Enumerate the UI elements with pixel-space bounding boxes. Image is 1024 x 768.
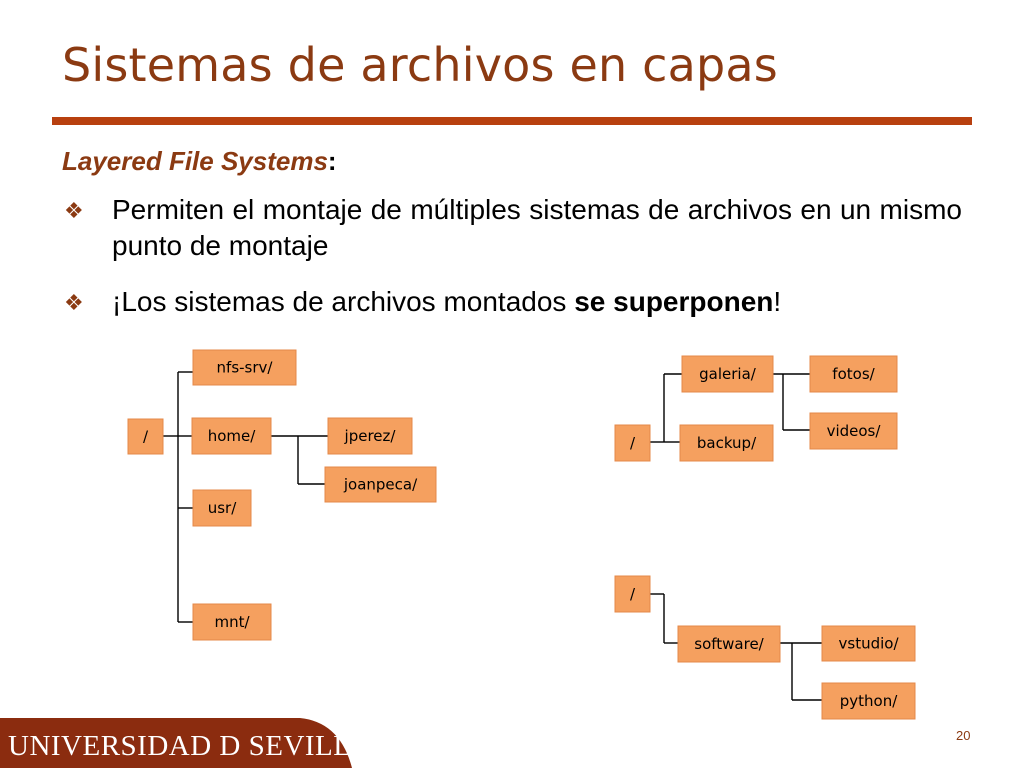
diamond-quad-icon: ❖ (64, 290, 84, 315)
bullet-2-part-1: ¡Los sistemas de archivos montados (112, 286, 575, 317)
svg-text:python/: python/ (840, 692, 898, 710)
slide-subtitle: Layered File Systems: (62, 146, 337, 177)
bullet-2: ¡Los sistemas de archivos montados se su… (112, 284, 962, 320)
slide-title: Sistemas de archivos en capas (62, 38, 778, 92)
bullet-1: Permiten el montaje de múltiples sistema… (112, 192, 962, 264)
svg-text:vstudio/: vstudio/ (839, 635, 900, 653)
bullet-1-part-2: múltiples (410, 194, 521, 225)
svg-text:jperez/: jperez/ (344, 427, 397, 445)
svg-text:software/: software/ (694, 635, 764, 653)
diamond-quad-icon: ❖ (64, 198, 84, 223)
node-vstudio: vstudio/ (821, 625, 916, 662)
svg-text:fotos/: fotos/ (832, 365, 875, 383)
node-galeria: galeria/ (681, 355, 774, 393)
node-root-right-bottom: / (614, 575, 651, 613)
node-root-right-top: / (614, 424, 651, 462)
svg-text:/: / (630, 585, 636, 603)
svg-text:backup/: backup/ (697, 434, 757, 452)
node-home: home/ (191, 417, 272, 455)
svg-text:nfs-srv/: nfs-srv/ (217, 359, 274, 377)
node-joanpeca: joanpeca/ (324, 466, 437, 503)
svg-text:videos/: videos/ (827, 422, 882, 440)
svg-text:mnt/: mnt/ (214, 613, 250, 631)
node-fotos: fotos/ (809, 355, 898, 393)
bullet-1-part-3: sistemas de archivos en un mismo punto d… (112, 194, 963, 261)
footer-band (0, 718, 352, 768)
node-jperez: jperez/ (327, 417, 413, 455)
page-number: 20 (956, 728, 971, 743)
bullet-2-part-2: se superponen (574, 286, 774, 317)
node-usr: usr/ (192, 489, 252, 527)
right-top-tree-links (650, 373, 810, 443)
node-software: software/ (677, 625, 781, 663)
node-root-left: / (127, 418, 164, 455)
node-nfs-srv: nfs-srv/ (192, 349, 297, 386)
node-mnt: mnt/ (192, 603, 272, 641)
svg-text:home/: home/ (208, 427, 257, 445)
svg-text:galeria/: galeria/ (699, 365, 757, 383)
bullet-1-part-1: Permiten el montaje de (112, 194, 411, 225)
node-backup: backup/ (679, 424, 774, 462)
svg-text:joanpeca/: joanpeca/ (343, 476, 418, 494)
bullet-2-part-3: ! (773, 286, 782, 317)
left-tree-links (163, 371, 328, 623)
university-logo: UNIVERSIDAD D SEVILLA (8, 730, 373, 762)
node-python: python/ (821, 682, 916, 720)
title-divider (52, 117, 972, 125)
svg-text:/: / (630, 434, 636, 452)
node-videos: videos/ (809, 412, 898, 450)
right-bottom-tree-links (650, 593, 822, 701)
svg-text:usr/: usr/ (208, 499, 237, 517)
subtitle-colon: : (327, 146, 337, 176)
svg-text:/: / (143, 428, 149, 446)
subtitle-text: Layered File Systems (62, 146, 328, 176)
